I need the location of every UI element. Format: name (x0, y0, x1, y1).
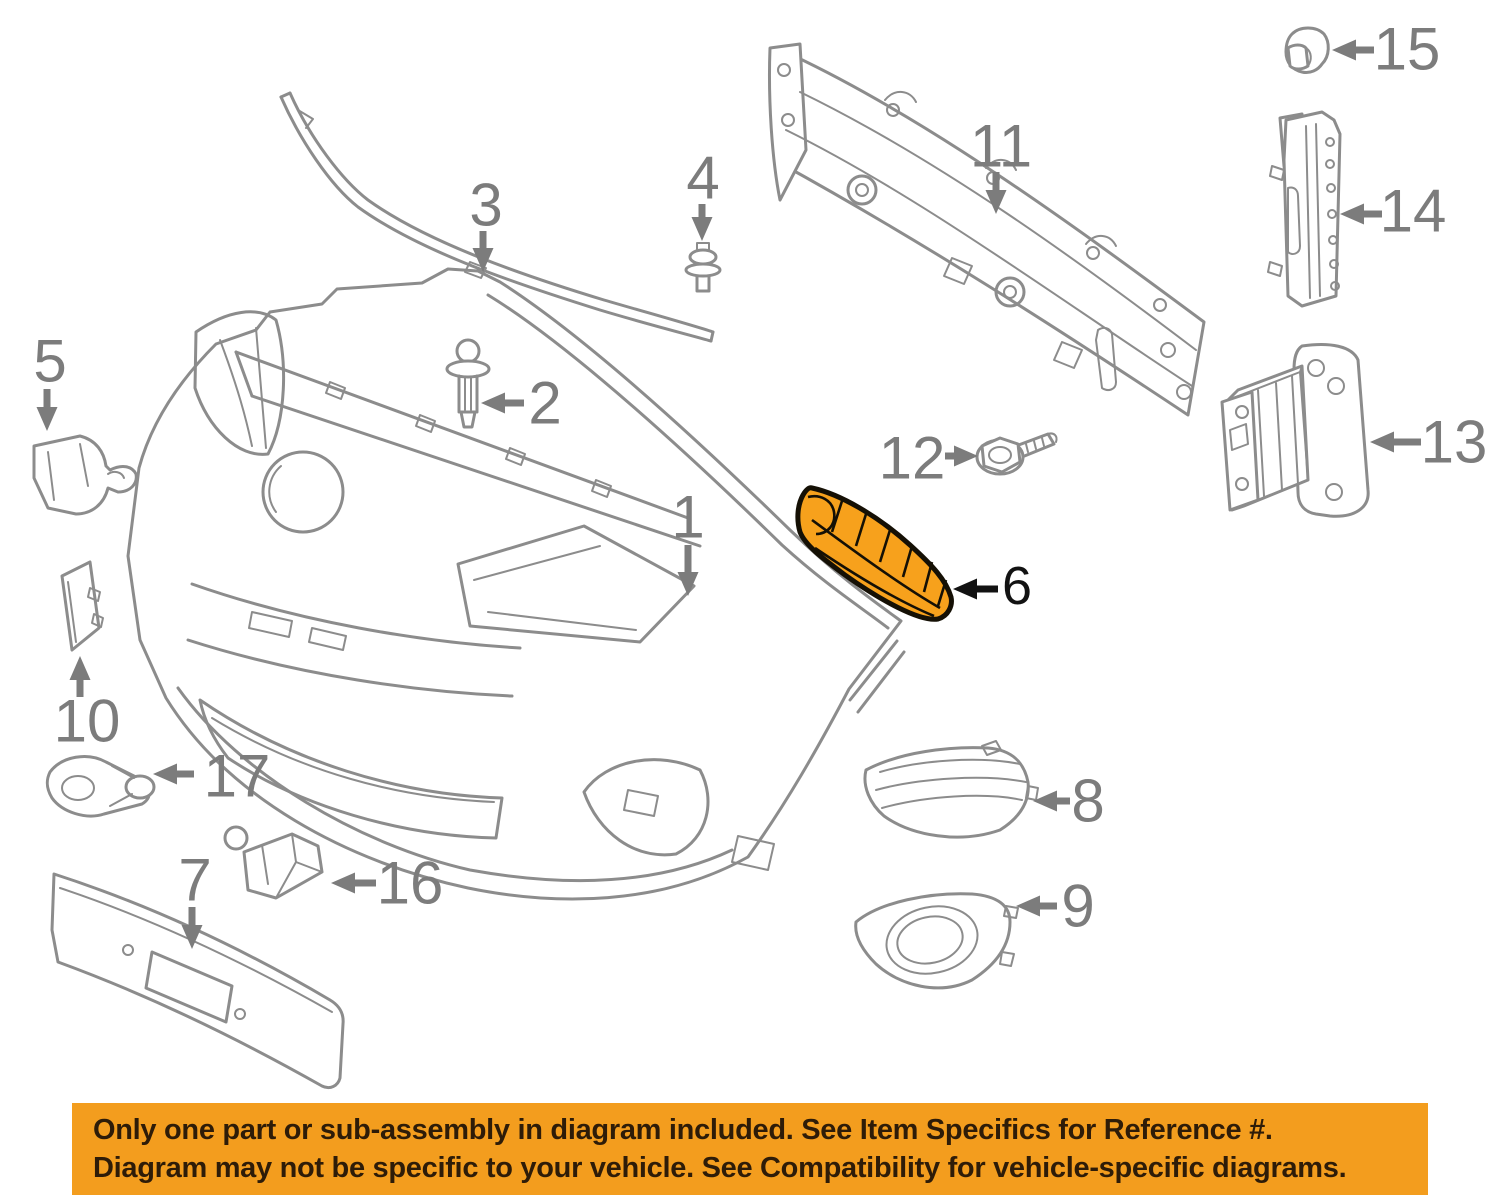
part-hood-molding (279, 91, 715, 343)
part-bulb-socket (45, 755, 156, 818)
callout-13: 13 (1370, 409, 1487, 476)
svg-text:16: 16 (377, 850, 444, 917)
svg-text:4: 4 (686, 145, 719, 212)
svg-text:13: 13 (1421, 409, 1488, 476)
callout-16: 16 (331, 850, 443, 917)
callout-9: 9 (1016, 873, 1095, 940)
callout-11: 11 (970, 113, 1032, 214)
svg-text:14: 14 (1380, 178, 1447, 245)
svg-text:11: 11 (970, 113, 1032, 180)
callout-15: 15 (1332, 16, 1440, 83)
part-side-bracket (1267, 110, 1342, 308)
svg-text:12: 12 (879, 425, 946, 492)
svg-text:10: 10 (54, 688, 121, 755)
callout-12: 12 (879, 425, 978, 492)
callout-7: 7 (178, 847, 212, 949)
svg-text:17: 17 (204, 743, 271, 810)
part-clip (684, 242, 722, 293)
callout-2: 2 (481, 370, 562, 437)
banner-line-2: Diagram may not be specific to your vehi… (93, 1152, 1347, 1184)
part-fog-cover (854, 892, 1019, 990)
part-bumper-side-support-highlighted (795, 485, 954, 622)
callout-10: 10 (54, 656, 121, 755)
part-impact-bar (767, 42, 1206, 417)
svg-text:3: 3 (469, 172, 502, 239)
svg-text:8: 8 (1071, 768, 1104, 835)
svg-text:2: 2 (528, 370, 561, 437)
svg-text:15: 15 (1374, 16, 1441, 83)
callout-6: 6 (953, 556, 1032, 616)
banner-line-1: Only one part or sub-assembly in diagram… (93, 1114, 1273, 1146)
part-sensor (223, 825, 324, 900)
svg-text:5: 5 (33, 328, 66, 395)
part-grommet-nut (1284, 26, 1330, 74)
callout-17: 17 (153, 743, 270, 810)
callout-3: 3 (469, 172, 503, 272)
part-mount-bracket (1220, 343, 1370, 518)
callout-1: 1 (671, 484, 705, 596)
svg-text:9: 9 (1061, 873, 1094, 940)
part-bolt (975, 432, 1058, 476)
part-push-pin-clip (445, 338, 491, 429)
part-fog-bezel (863, 740, 1039, 839)
part-bumper-cover (126, 267, 906, 901)
svg-text:6: 6 (1002, 556, 1032, 616)
part-bracket-upper-left (32, 434, 138, 516)
callout-4: 4 (686, 145, 720, 241)
notice-banner: Only one part or sub-assembly in diagram… (72, 1103, 1428, 1195)
callout-5: 5 (33, 328, 67, 431)
callout-14: 14 (1340, 178, 1446, 245)
part-license-plate-bracket (50, 872, 345, 1090)
callout-8: 8 (1033, 768, 1105, 835)
part-cover-plate (60, 560, 104, 652)
svg-text:7: 7 (178, 847, 211, 914)
svg-text:1: 1 (671, 484, 704, 551)
